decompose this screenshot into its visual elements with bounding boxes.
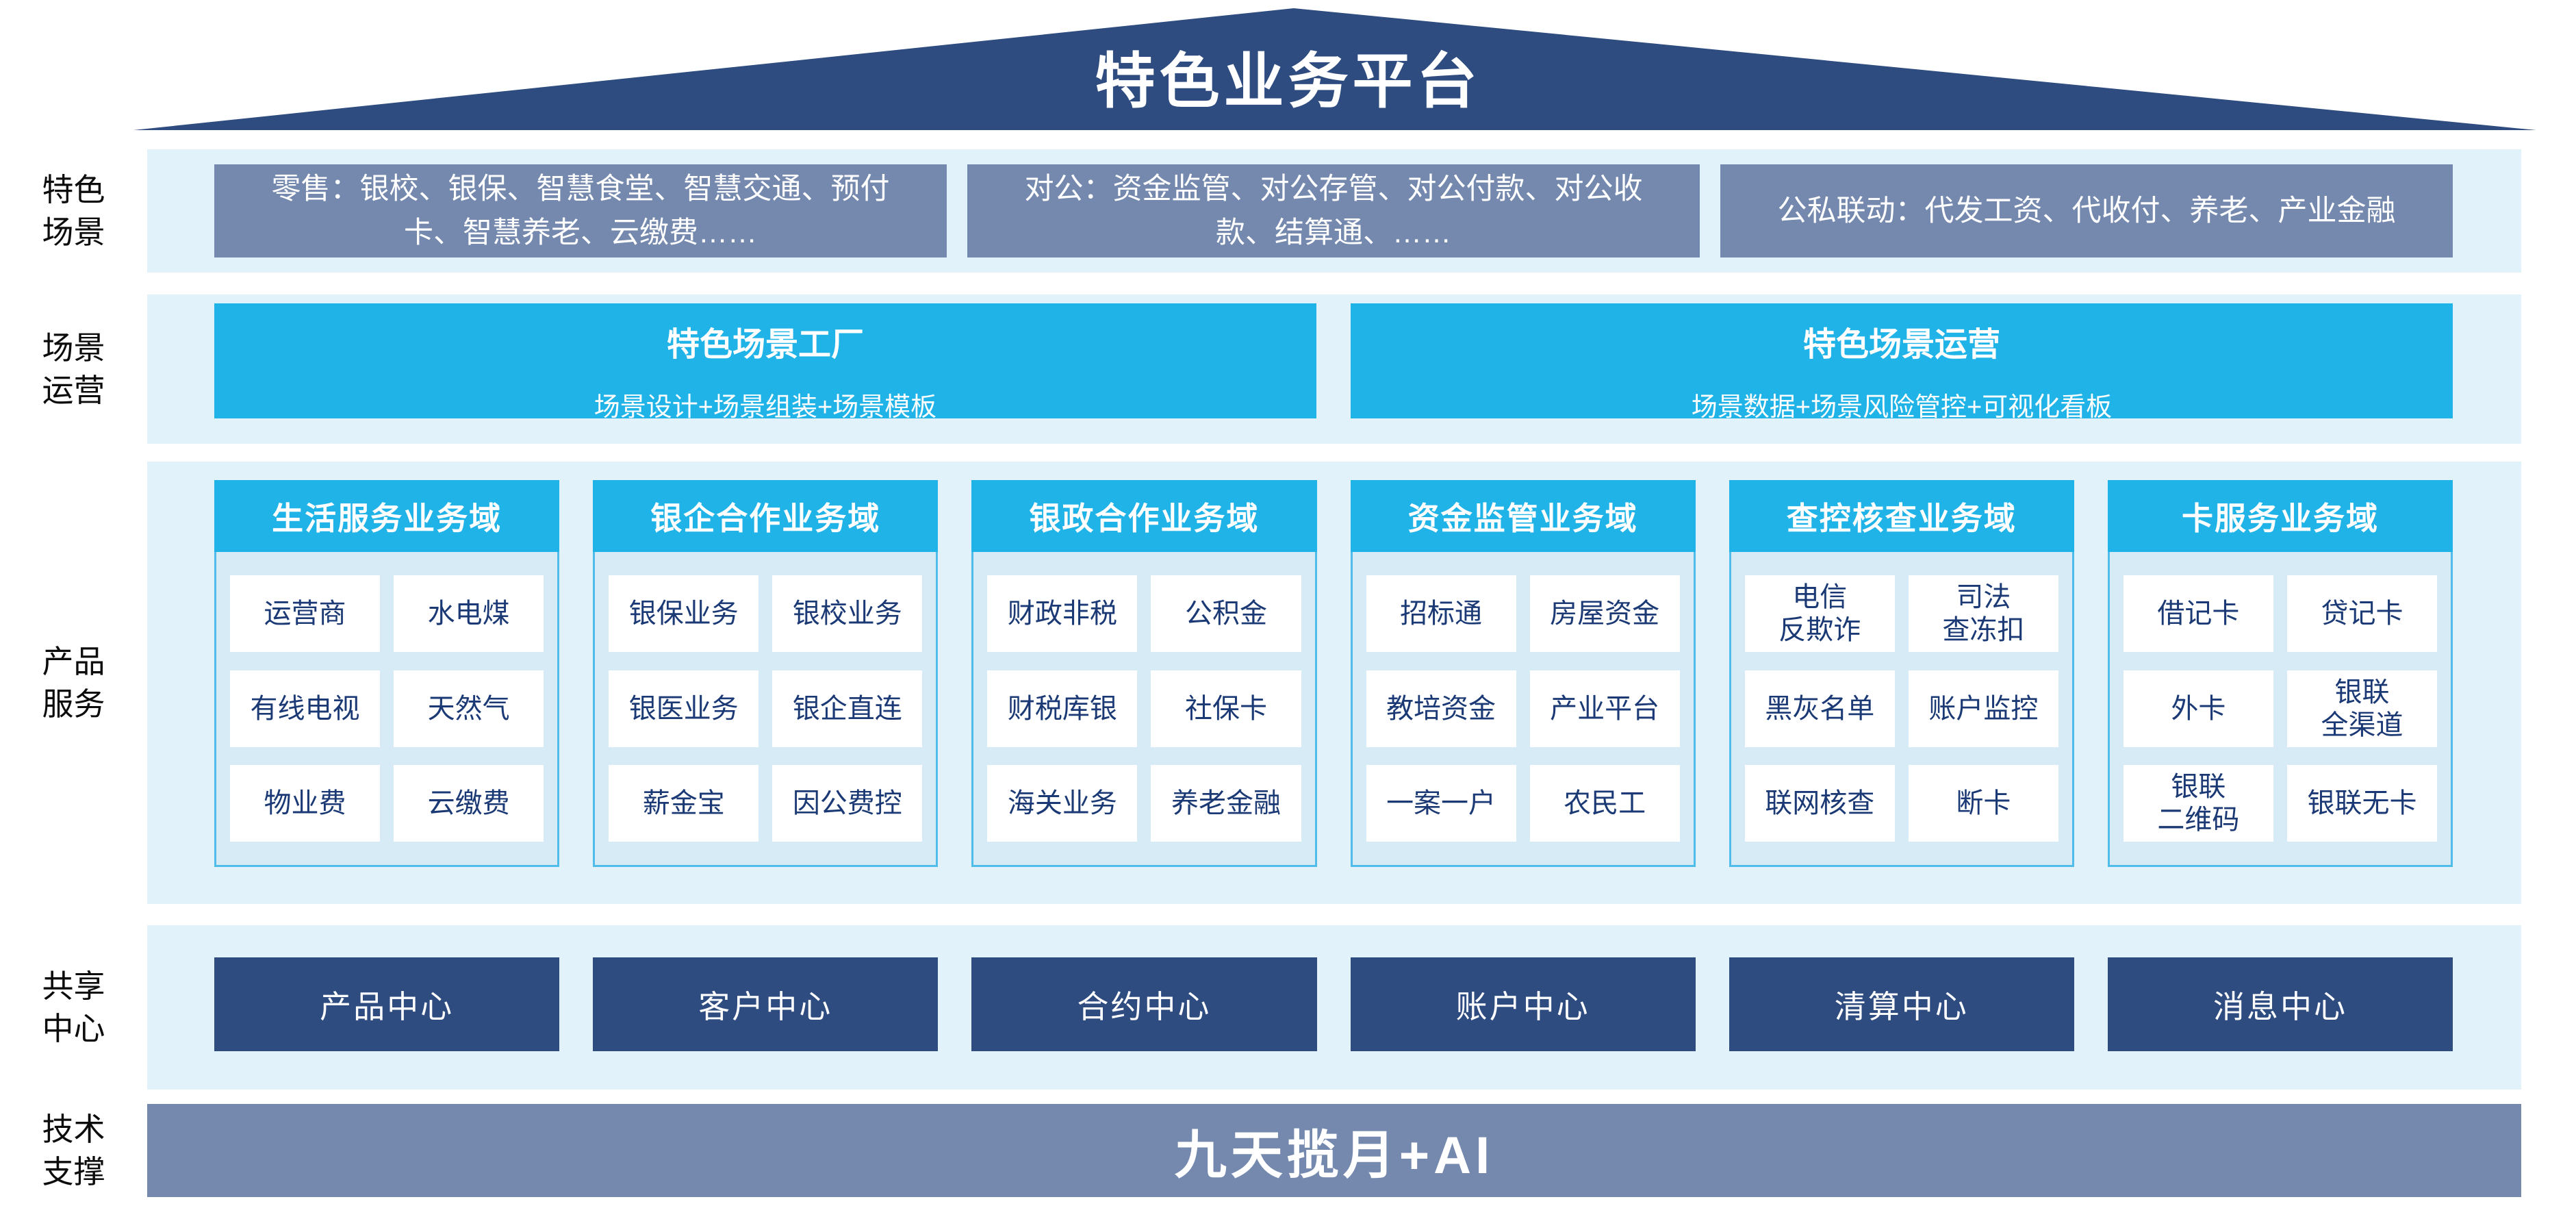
product-cell: 财政非税	[987, 575, 1138, 652]
column-body: 借记卡 贷记卡 外卡 银联 全渠道 银联 二维码 银联无卡	[2107, 552, 2453, 867]
product-cell: 电信 反欺诈	[1744, 575, 1895, 652]
cell-row: 教培资金 产业平台	[1366, 670, 1680, 747]
product-cell: 断卡	[1908, 765, 2058, 842]
roof-shape	[133, 8, 2536, 130]
product-cell: 养老金融	[1151, 765, 1301, 842]
product-cell: 银联无卡	[2286, 765, 2438, 842]
column-body: 银保业务 银校业务 银医业务 银企直连 薪金宝 因公费控	[593, 552, 939, 867]
product-cell: 银联 二维码	[2123, 765, 2273, 842]
row-label-operations: 场景 运营	[42, 329, 105, 408]
product-cell: 司法 查冻扣	[1908, 575, 2058, 652]
product-column-card-services: 卡服务业务域 借记卡 贷记卡 外卡 银联 全渠道 银联 二维码 银联无卡	[2107, 480, 2453, 867]
column-header: 资金监管业务域	[1350, 480, 1696, 552]
cell-row: 有线电视 天然气	[230, 670, 544, 747]
cell-row: 联网核查 断卡	[1744, 765, 2058, 842]
product-cell: 社保卡	[1151, 670, 1301, 747]
product-cell: 账户监控	[1908, 670, 2058, 747]
column-header: 银企合作业务域	[593, 480, 939, 552]
center-box-customer: 客户中心	[593, 957, 939, 1051]
center-box-account: 账户中心	[1350, 957, 1696, 1051]
cell-row: 外卡 银联 全渠道	[2123, 670, 2438, 747]
product-column-inquiry-control: 查控核查业务域 电信 反欺诈 司法 查冻扣 黑灰名单 账户监控 联网核查 断卡	[1729, 480, 2074, 867]
cell-row: 黑灰名单 账户监控	[1744, 670, 2058, 747]
product-cell: 海关业务	[987, 765, 1138, 842]
shared-centers-row: 产品中心 客户中心 合约中心 账户中心 清算中心 消息中心	[147, 925, 2521, 1090]
product-cell: 贷记卡	[2286, 575, 2438, 652]
cell-row: 财税库银 社保卡	[987, 670, 1301, 747]
product-cell: 银联 全渠道	[2286, 670, 2438, 747]
row-label-tech: 技术 支撑	[42, 1111, 105, 1190]
product-cell: 产业平台	[1529, 670, 1680, 747]
cell-row: 借记卡 贷记卡	[2123, 575, 2438, 652]
product-cell: 物业费	[230, 765, 381, 842]
operations-box-title: 特色场景工厂	[666, 327, 864, 363]
row-label-shared: 共享 中心	[42, 968, 105, 1046]
cell-row: 一案一户 农民工	[1366, 765, 1680, 842]
cell-row: 银保业务 银校业务	[609, 575, 923, 652]
scene-box-corporate: 对公：资金监管、对公存管、对公付款、对公收款、结算通、……	[967, 164, 1700, 257]
operations-box-factory: 特色场景工厂 场景设计+场景组装+场景模板	[214, 303, 1316, 422]
center-box-contract: 合约中心	[971, 957, 1317, 1051]
operations-box-subtitle: 场景数据+场景风险管控+可视化看板	[1691, 393, 2113, 422]
product-cell: 运营商	[230, 575, 381, 652]
tech-support-bar: 九天揽月+AI	[147, 1104, 2521, 1197]
column-header: 生活服务业务域	[214, 480, 560, 552]
column-header: 卡服务业务域	[2107, 480, 2453, 552]
cell-row: 招标通 房屋资金	[1366, 575, 1680, 652]
product-cell: 水电煤	[394, 575, 544, 652]
product-cell: 一案一户	[1366, 765, 1516, 842]
product-cell: 薪金宝	[609, 765, 759, 842]
product-cell: 招标通	[1366, 575, 1516, 652]
product-cell: 联网核查	[1744, 765, 1895, 842]
product-cell: 房屋资金	[1529, 575, 1680, 652]
product-cell: 天然气	[394, 670, 544, 747]
scenes-row: 零售：银校、银保、智慧食堂、智慧交通、预付卡、智慧养老、云缴费…… 对公：资金监…	[147, 149, 2521, 273]
product-cell: 因公费控	[772, 765, 923, 842]
scene-box-public-private: 公私联动：代发工资、代收付、养老、产业金融	[1720, 164, 2453, 257]
row-label-products: 产品 服务	[42, 643, 105, 722]
scene-box-retail: 零售：银校、银保、智慧食堂、智慧交通、预付卡、智慧养老、云缴费……	[214, 164, 947, 257]
cell-row: 银联 二维码 银联无卡	[2123, 765, 2438, 842]
column-body: 运营商 水电煤 有线电视 天然气 物业费 云缴费	[214, 552, 560, 867]
cell-row: 电信 反欺诈 司法 查冻扣	[1744, 575, 2058, 652]
column-body: 财政非税 公积金 财税库银 社保卡 海关业务 养老金融	[971, 552, 1317, 867]
operations-box-operation: 特色场景运营 场景数据+场景风险管控+可视化看板	[1351, 303, 2453, 422]
row-label-scenes: 特色 场景	[42, 171, 105, 250]
product-cell: 教培资金	[1366, 670, 1516, 747]
product-cell: 云缴费	[394, 765, 544, 842]
column-body: 招标通 房屋资金 教培资金 产业平台 一案一户 农民工	[1350, 552, 1696, 867]
column-header: 查控核查业务域	[1729, 480, 2074, 552]
center-box-product: 产品中心	[214, 957, 560, 1051]
product-cell: 农民工	[1529, 765, 1680, 842]
column-body: 电信 反欺诈 司法 查冻扣 黑灰名单 账户监控 联网核查 断卡	[1729, 552, 2074, 867]
product-cell: 银企直连	[772, 670, 923, 747]
product-cell: 银校业务	[772, 575, 923, 652]
product-cell: 外卡	[2123, 670, 2273, 747]
cell-row: 薪金宝 因公费控	[609, 765, 923, 842]
product-cell: 黑灰名单	[1744, 670, 1895, 747]
cell-row: 运营商 水电煤	[230, 575, 544, 652]
product-cell: 有线电视	[230, 670, 381, 747]
operations-row: 特色场景工厂 场景设计+场景组装+场景模板 特色场景运营 场景数据+场景风险管控…	[147, 294, 2521, 444]
cell-row: 物业费 云缴费	[230, 765, 544, 842]
center-box-clearing: 清算中心	[1729, 957, 2074, 1051]
page-title: 特色业务平台	[1095, 47, 1481, 115]
product-cell: 财税库银	[987, 670, 1138, 747]
cell-row: 海关业务 养老金融	[987, 765, 1301, 842]
products-row: 生活服务业务域 运营商 水电煤 有线电视 天然气 物业费 云缴费 银企合作业务域	[147, 462, 2521, 904]
product-column-bank-government: 银政合作业务域 财政非税 公积金 财税库银 社保卡 海关业务 养老金融	[971, 480, 1317, 867]
operations-box-title: 特色场景运营	[1802, 327, 2000, 363]
operations-box-subtitle: 场景设计+场景组装+场景模板	[594, 393, 937, 422]
product-column-fund-supervision: 资金监管业务域 招标通 房屋资金 教培资金 产业平台 一案一户 农民工	[1350, 480, 1696, 867]
cell-row: 银医业务 银企直连	[609, 670, 923, 747]
product-column-bank-enterprise: 银企合作业务域 银保业务 银校业务 银医业务 银企直连 薪金宝 因公费控	[593, 480, 939, 867]
product-cell: 借记卡	[2123, 575, 2273, 652]
column-header: 银政合作业务域	[971, 480, 1317, 552]
product-cell: 银保业务	[609, 575, 759, 652]
product-cell: 银医业务	[609, 670, 759, 747]
product-column-life-services: 生活服务业务域 运营商 水电煤 有线电视 天然气 物业费 云缴费	[214, 480, 560, 867]
cell-row: 财政非税 公积金	[987, 575, 1301, 652]
product-cell: 公积金	[1151, 575, 1301, 652]
center-box-message: 消息中心	[2107, 957, 2453, 1051]
